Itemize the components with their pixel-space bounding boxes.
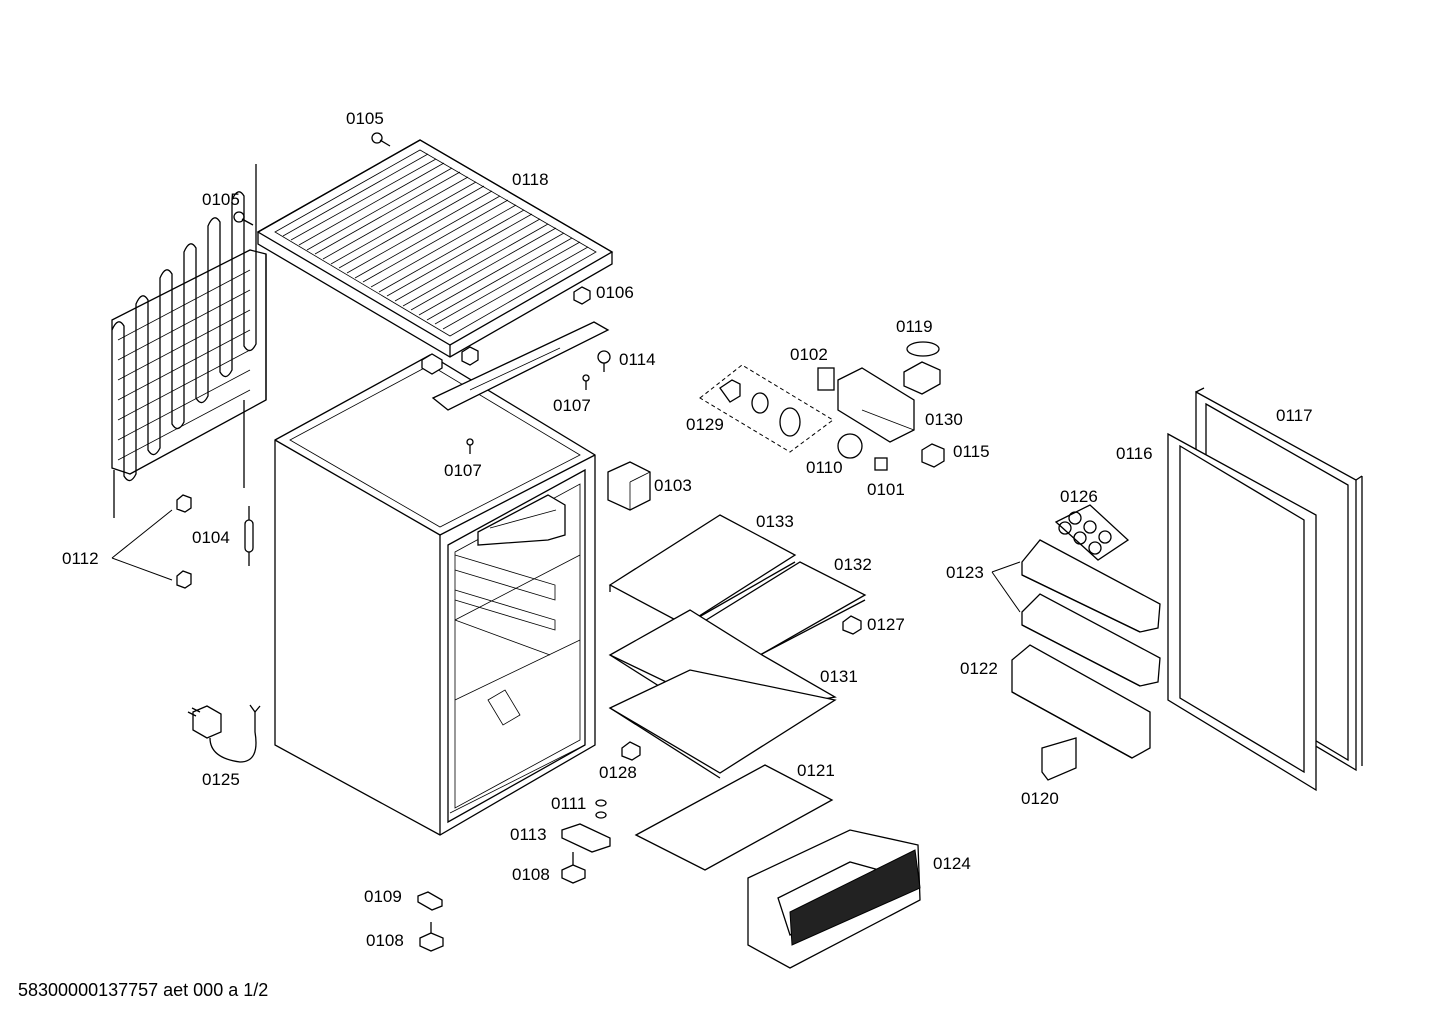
label-0104: 0104 bbox=[192, 528, 230, 547]
foot-bracket-icon bbox=[417, 891, 443, 911]
label-0124: 0124 bbox=[933, 854, 971, 873]
label-0112: 0112 bbox=[62, 549, 99, 568]
light-assembly-box bbox=[699, 364, 834, 453]
adjustable-foot-icon bbox=[561, 852, 586, 884]
glass-shelf-0121-upper bbox=[608, 669, 837, 779]
screw-icon bbox=[466, 350, 611, 454]
glass-shelf-0121 bbox=[634, 764, 834, 871]
cover-icon bbox=[1041, 737, 1077, 781]
label-0108-lower: 0108 bbox=[366, 931, 404, 950]
thermostat-icon bbox=[903, 341, 941, 395]
lamp-icon bbox=[719, 379, 801, 437]
part-labels: 0105 0105 0118 0106 0114 0107 0107 0112 … bbox=[62, 109, 1313, 950]
knob-icon bbox=[837, 433, 863, 459]
thermostat-housing bbox=[837, 367, 915, 443]
top-cover-plate bbox=[256, 139, 614, 366]
label-0133: 0133 bbox=[756, 512, 794, 531]
label-0110: 0110 bbox=[806, 458, 843, 477]
label-0129: 0129 bbox=[686, 415, 724, 434]
label-0102: 0102 bbox=[790, 345, 828, 364]
condenser-coil bbox=[111, 164, 267, 518]
label-0132: 0132 bbox=[834, 555, 872, 574]
washer-icon bbox=[595, 799, 607, 819]
label-0130: 0130 bbox=[925, 410, 963, 429]
label-0128: 0128 bbox=[599, 763, 637, 782]
label-0117: 0117 bbox=[1276, 406, 1313, 425]
label-0122: 0122 bbox=[960, 659, 998, 678]
cover-icon bbox=[607, 461, 651, 511]
label-0120: 0120 bbox=[1021, 789, 1059, 808]
label-0113: 0113 bbox=[510, 825, 547, 844]
label-0103: 0103 bbox=[654, 476, 692, 495]
label-0116: 0116 bbox=[1116, 444, 1153, 463]
door-bin-middle bbox=[1021, 593, 1161, 687]
shelf-support-icon bbox=[842, 615, 862, 635]
fridge-cabinet bbox=[274, 353, 596, 836]
leader-line bbox=[111, 509, 173, 581]
label-0107-right: 0107 bbox=[553, 396, 591, 415]
connector-icon bbox=[921, 443, 945, 468]
label-0127: 0127 bbox=[867, 615, 905, 634]
shelf-support-icon bbox=[621, 741, 641, 761]
clip-icon bbox=[573, 286, 591, 305]
label-0114: 0114 bbox=[619, 350, 656, 369]
label-0105-left: 0105 bbox=[202, 190, 240, 209]
filter-drier-icon bbox=[244, 506, 254, 566]
leader-line bbox=[991, 561, 1021, 613]
label-0119: 0119 bbox=[896, 317, 933, 336]
label-0121: 0121 bbox=[797, 761, 835, 780]
label-0108-upper: 0108 bbox=[512, 865, 550, 884]
label-0125: 0125 bbox=[202, 770, 240, 789]
label-0115: 0115 bbox=[953, 442, 990, 461]
label-0107-center: 0107 bbox=[444, 461, 482, 480]
clip-icon bbox=[176, 494, 192, 513]
label-0126: 0126 bbox=[1060, 487, 1098, 506]
door-gasket-0116 bbox=[1167, 432, 1317, 792]
label-0106: 0106 bbox=[596, 283, 634, 302]
egg-tray-icon bbox=[1054, 504, 1130, 561]
label-0111: 0111 bbox=[551, 794, 586, 813]
clip-icon bbox=[176, 570, 192, 589]
adjustable-foot-icon bbox=[419, 922, 444, 952]
clip-icon bbox=[874, 457, 888, 471]
label-0123: 0123 bbox=[946, 563, 984, 582]
document-footer-id: 58300000137757 aet 000 a 1/2 bbox=[18, 980, 269, 1000]
label-0101: 0101 bbox=[867, 480, 905, 499]
door-bin-upper bbox=[1021, 539, 1161, 633]
power-cord-icon bbox=[187, 704, 261, 763]
door-bin-bottom bbox=[1011, 644, 1151, 759]
label-0109: 0109 bbox=[364, 887, 402, 906]
label-icon bbox=[817, 367, 835, 391]
foot-bracket-icon bbox=[561, 823, 611, 853]
crisper-drawer bbox=[747, 829, 921, 969]
label-0118: 0118 bbox=[512, 170, 549, 189]
label-0131: 0131 bbox=[820, 667, 858, 686]
glass-shelf-0133 bbox=[608, 514, 797, 626]
label-0105-top: 0105 bbox=[346, 109, 384, 128]
